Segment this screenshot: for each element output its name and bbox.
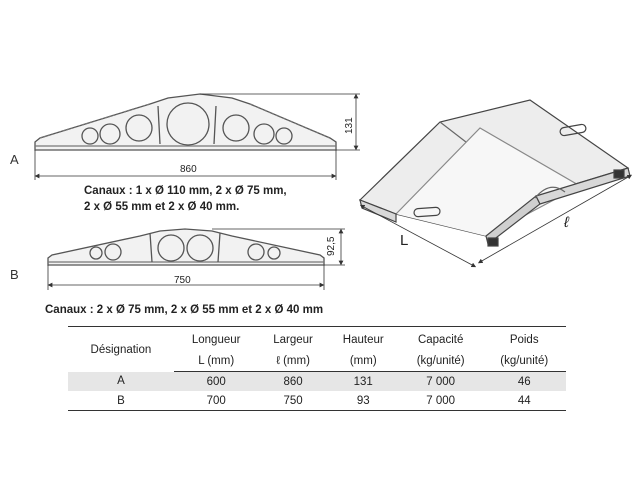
channel-a-55-right (253, 123, 275, 145)
row-b-designation: B (68, 391, 174, 411)
header-width: Largeur (258, 326, 328, 350)
label-b: B (10, 267, 19, 282)
header-weight: Poids (482, 326, 566, 350)
channel-b-40-left (89, 246, 103, 260)
channel-b-55-left (104, 243, 122, 261)
unit-length: L (mm) (173, 350, 259, 372)
isometric-dimensions (359, 174, 633, 268)
row-b-width: 750 (258, 391, 328, 411)
channel-b-40-right (267, 246, 281, 260)
channel-a-75-right (222, 114, 250, 142)
channel-a-40-right (275, 127, 293, 145)
channel-b-55-right (247, 243, 265, 261)
profile-a-caption-line2: 2 x Ø 55 mm et 2 x Ø 40 mm. (84, 201, 240, 213)
header-length: Longueur (173, 326, 259, 350)
unit-weight: (kg/unité) (482, 350, 566, 372)
profile-b-caption: Canaux : 2 x Ø 75 mm, 2 x Ø 55 mm et 2 x… (45, 304, 324, 316)
row-b-height: 93 (327, 391, 399, 411)
profile-b-height-dim: 92,5 (326, 236, 337, 256)
table-units-row: L (mm) ℓ (mm) (mm) (kg/unité) (kg/unité) (68, 350, 566, 372)
header-designation: Désignation (68, 326, 174, 372)
row-a-weight: 46 (482, 371, 566, 391)
profile-b-dimensions (47, 228, 345, 290)
row-a-height: 131 (327, 371, 399, 391)
spec-table: Désignation Longueur Largeur Hauteur Cap… (68, 326, 566, 411)
header-height: Hauteur (327, 326, 399, 350)
profile-a-width-dim: 860 (180, 164, 197, 175)
row-a-width: 860 (258, 371, 328, 391)
row-b-weight: 44 (482, 391, 566, 411)
channel-a-55-left (99, 123, 121, 145)
label-a: A (10, 152, 19, 167)
row-a-length: 600 (173, 371, 259, 391)
row-a-capacity: 7 000 (398, 371, 483, 391)
header-capacity: Capacité (398, 326, 483, 350)
unit-capacity: (kg/unité) (398, 350, 483, 372)
channel-b-75-left (157, 234, 185, 262)
width-label: ℓ (564, 214, 569, 231)
length-label: L (400, 232, 409, 249)
profile-a-caption-line1: Canaux : 1 x Ø 110 mm, 2 x Ø 75 mm, (84, 185, 287, 197)
isometric-view (358, 99, 631, 247)
handle-slot-back (559, 123, 587, 137)
row-a-designation: A (68, 371, 174, 391)
channel-a-40-left (81, 127, 99, 145)
profile-a-height-dim: 131 (344, 117, 355, 134)
row-b-length: 700 (173, 391, 259, 411)
profile-b-drawing (47, 228, 325, 266)
unit-height: (mm) (327, 350, 399, 372)
table-row: A 600 860 131 7 000 46 (68, 371, 566, 391)
profile-a-drawing (34, 93, 337, 151)
table-header-row: Désignation Longueur Largeur Hauteur Cap… (68, 326, 566, 372)
table-row: B 700 750 93 7 000 44 (68, 391, 566, 411)
channel-a-75-left (125, 114, 153, 142)
row-b-capacity: 7 000 (398, 391, 483, 411)
unit-width: ℓ (mm) (258, 350, 328, 372)
profile-b-width-dim: 750 (174, 275, 191, 286)
profile-a-dimensions (34, 93, 360, 180)
channel-a-110 (166, 102, 210, 146)
channel-b-75-right (186, 234, 214, 262)
